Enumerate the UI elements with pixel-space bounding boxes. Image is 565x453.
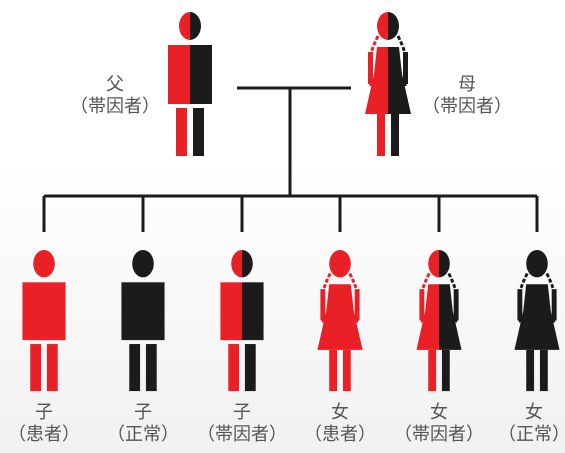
child-label: 女 （帯因者） (394, 402, 484, 446)
child-role: 子 (134, 402, 152, 423)
child-status: （帯因者） (197, 424, 287, 445)
son-figure-1 (22, 249, 66, 392)
child-role: 女 (525, 402, 543, 423)
child-status: （患者） (304, 424, 376, 445)
father-figure (168, 12, 212, 156)
child-status: （患者） (8, 424, 80, 445)
child-status: （正常） (498, 424, 565, 445)
child-label: 女 （患者） (304, 402, 376, 446)
pedigree-lines (42, 86, 539, 232)
child-label: 女 （正常） (498, 402, 565, 446)
father-status: （帯因者） (70, 96, 160, 117)
son-figure-3 (220, 249, 264, 392)
daughter-figure-5 (416, 249, 462, 392)
mother-figure (365, 12, 411, 156)
child-status: （正常） (107, 424, 179, 445)
father-label: 父 （帯因者） (70, 74, 160, 118)
son-figure-2 (121, 249, 165, 392)
mother-role: 母 (458, 74, 476, 95)
daughter-figure-6 (514, 249, 560, 392)
mother-status: （帯因者） (422, 96, 512, 117)
mother-label: 母 （帯因者） (422, 74, 512, 118)
father-role: 父 (106, 74, 124, 95)
child-status: （帯因者） (394, 424, 484, 445)
child-label: 子 （正常） (107, 402, 179, 446)
child-label: 子 （患者） (8, 402, 80, 446)
child-role: 女 (430, 402, 448, 423)
child-role: 子 (35, 402, 53, 423)
child-role: 子 (233, 402, 251, 423)
daughter-figure-4 (317, 249, 363, 392)
child-role: 女 (331, 402, 349, 423)
child-label: 子 （帯因者） (197, 402, 287, 446)
